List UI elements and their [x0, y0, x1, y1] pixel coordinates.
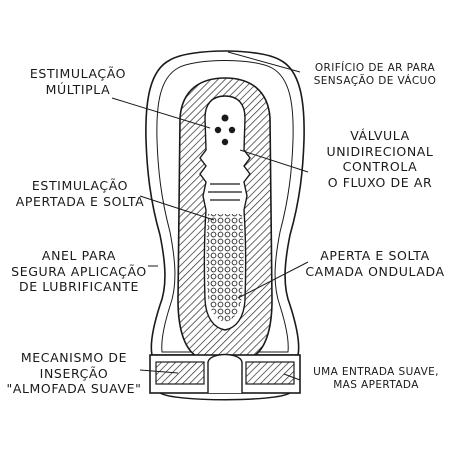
textured-zone	[206, 214, 244, 322]
base-bottom	[159, 392, 291, 401]
label-wave-layer: APERTA E SOLTA CAMADA ONDULADA	[305, 248, 445, 279]
ribs	[208, 183, 242, 201]
outer-shell	[145, 50, 305, 356]
entry-opening	[207, 353, 243, 393]
cushion-ring-right	[245, 361, 295, 385]
multi-stimulation-bumps	[214, 114, 236, 146]
leader-lines	[111, 51, 309, 381]
label-air-hole: ORIFÍCIO DE AR PARA SENSAÇÃO DE VÁCUO	[313, 62, 437, 88]
label-tight-loose: ESTIMULAÇÃO APERTADA E SOLTA	[15, 178, 145, 209]
label-soft-entry: UMA ENTRADA SUAVE, MAS APERTADA	[313, 366, 439, 392]
label-soft-cushion: MECANISMO DE INSERÇÃO "ALMOFADA SUAVE"	[6, 350, 142, 397]
label-lube-ring: ANEL PARA SEGURA APLICAÇÃO DE LUBRIFICAN…	[11, 248, 147, 295]
label-valve: VÁLVULA UNIDIRECIONAL CONTROLA O FLUXO D…	[326, 128, 434, 190]
inner-shell	[156, 60, 294, 353]
cushion-ring-left	[155, 361, 205, 385]
label-multi-stimulation: ESTIMULAÇÃO MÚLTIPLA	[29, 66, 127, 97]
